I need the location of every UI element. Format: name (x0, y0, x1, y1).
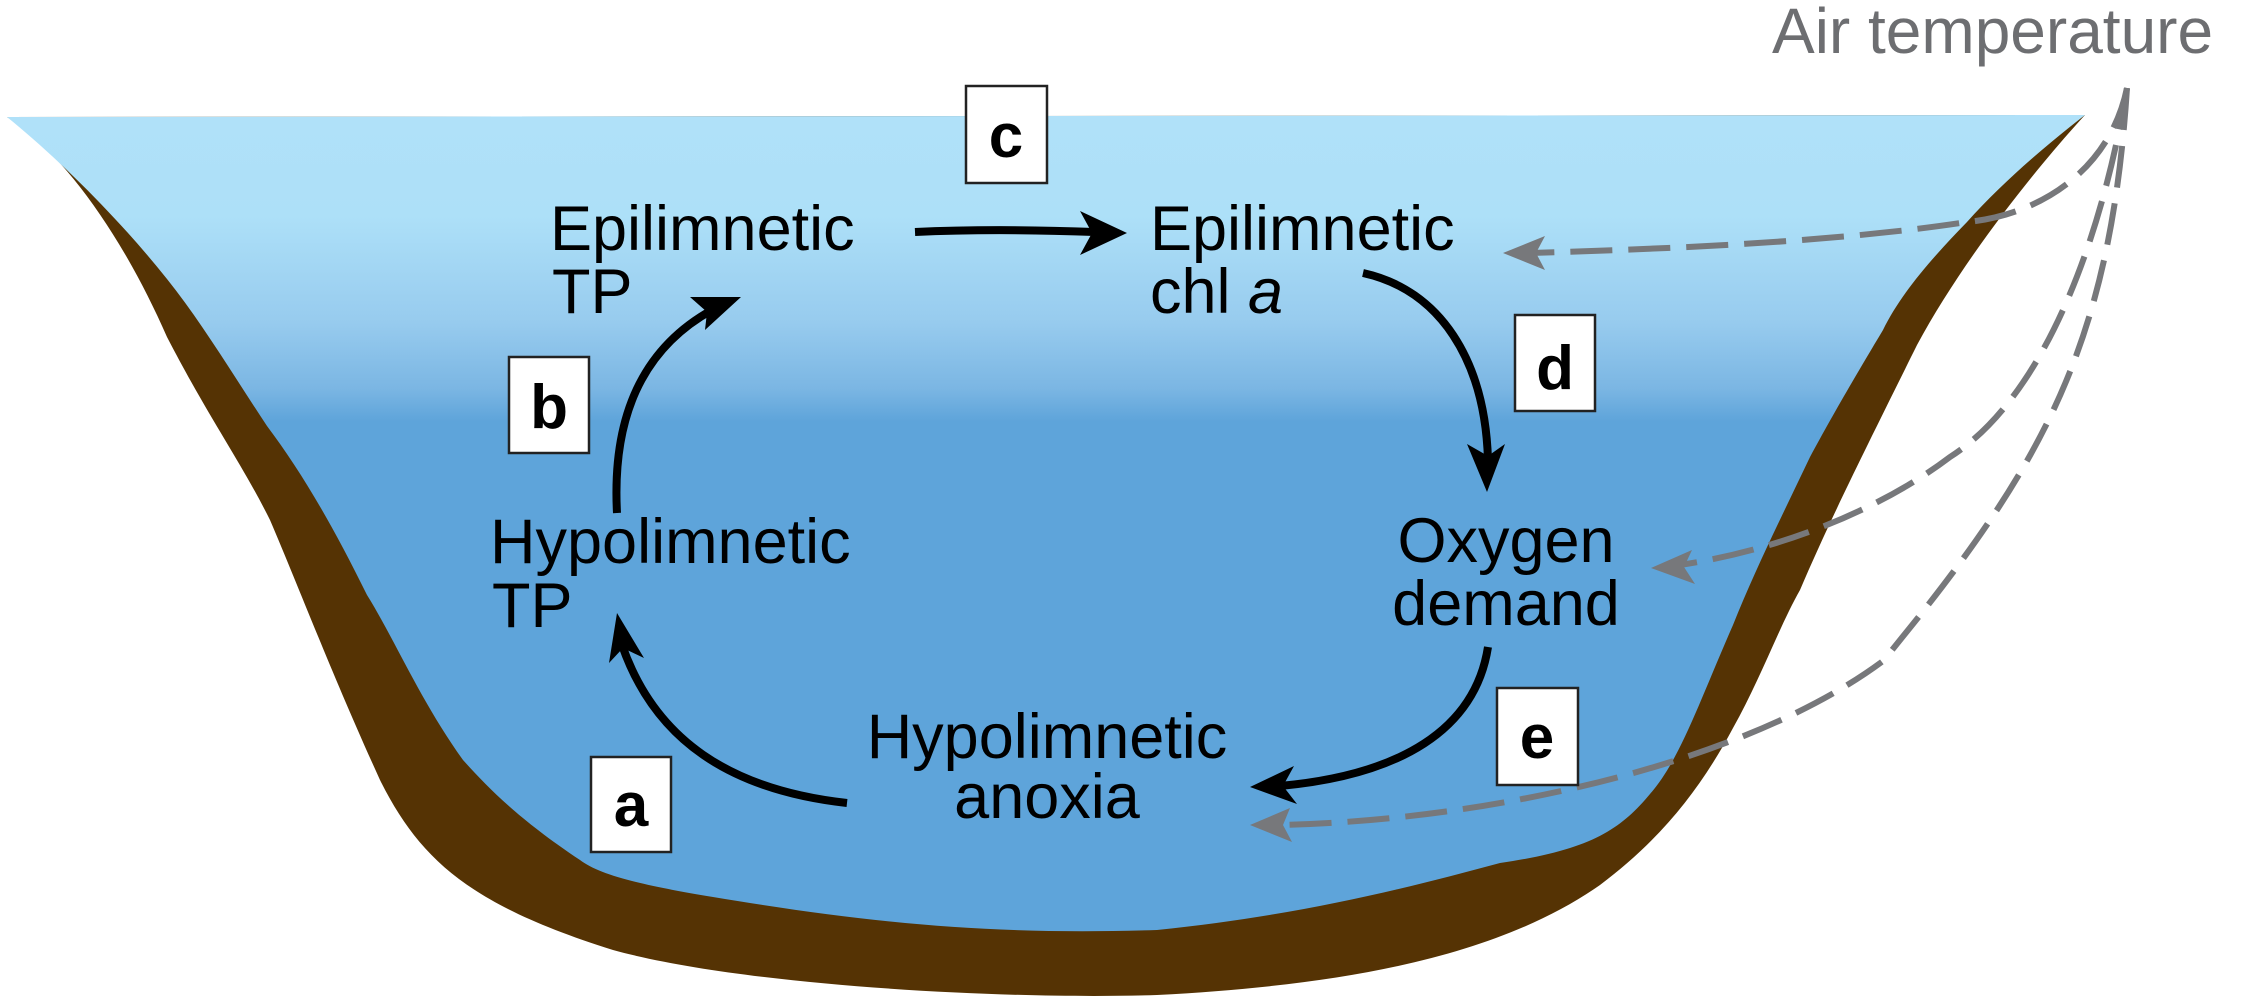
air-temperature-label: Air temperature (1772, 0, 2213, 67)
node-epilimnetic-chl-line1: Epilimnetic (1150, 194, 1455, 264)
label-box-b: b (507, 355, 591, 455)
label-box-a-rect (589, 755, 673, 854)
arrowhead-c (1080, 211, 1127, 255)
label-box-c-rect (964, 84, 1049, 185)
label-box-c: c (964, 84, 1049, 185)
label-box-b-letter: b (530, 373, 568, 442)
arrow-e (1279, 646, 1492, 790)
node-epilimnetic-tp-line2: TP (552, 257, 633, 327)
node-oxygen-demand: Oxygen demand (1392, 506, 1620, 639)
arrowhead-a (609, 613, 644, 663)
node-epilimnetic-tp-line1: Epilimnetic (550, 194, 855, 264)
air-arrow-to-chl (1529, 87, 2130, 256)
arrowhead-e (1250, 766, 1297, 804)
node-epilimnetic-chl-line2: chl a (1150, 257, 1283, 327)
node-hypolimnetic-anoxia: Hypolimnetic anoxia (867, 702, 1228, 832)
chl-text: chl (1150, 257, 1248, 327)
label-box-e-rect (1495, 686, 1580, 787)
label-box-a-letter: a (614, 771, 649, 840)
air-arrowhead-chl (1503, 236, 1545, 270)
label-box-c-letter: c (989, 102, 1023, 171)
air-arrow-to-oxygen (1679, 87, 2130, 568)
air-temperature-arrows (1250, 87, 2130, 842)
label-box-a: a (589, 755, 673, 854)
arrow-c (914, 226, 1096, 236)
air-arrowhead-anoxia (1250, 808, 1292, 842)
air-arrowhead-oxygen (1651, 550, 1695, 584)
node-hypolimnetic-tp: Hypolimnetic TP (490, 507, 851, 641)
node-epilimnetic-chl: Epilimnetic chl a (1150, 194, 1455, 327)
arrow-d (1362, 269, 1492, 461)
node-oxygen-demand-line2: demand (1392, 569, 1620, 639)
node-hypolimnetic-anoxia-line1: Hypolimnetic (867, 702, 1228, 772)
label-box-d-rect (1513, 313, 1597, 413)
node-epilimnetic-tp: Epilimnetic TP (550, 194, 855, 327)
node-hypolimnetic-tp-line2: TP (492, 571, 573, 641)
flow-arrows (609, 211, 1505, 807)
label-box-e-letter: e (1520, 703, 1554, 772)
label-box-e: e (1495, 686, 1580, 787)
node-hypolimnetic-anoxia-line2: anoxia (954, 762, 1141, 832)
label-box-b-rect (507, 355, 591, 455)
node-oxygen-demand-line1: Oxygen (1397, 506, 1614, 576)
chl-italic-a: a (1248, 257, 1283, 327)
arrowhead-d (1467, 444, 1505, 492)
arrow-a (618, 643, 848, 807)
label-box-d: d (1513, 313, 1597, 413)
node-hypolimnetic-tp-line1: Hypolimnetic (490, 507, 851, 577)
label-box-d-letter: d (1536, 334, 1574, 403)
air-arrow-to-anoxia (1279, 87, 2130, 828)
arrow-b (612, 306, 714, 514)
arrowhead-b (690, 297, 741, 330)
